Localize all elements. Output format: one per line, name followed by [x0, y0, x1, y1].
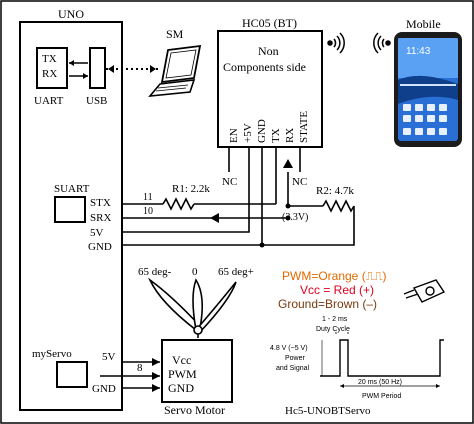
r1-label: R1: 2.2k [172, 183, 210, 195]
myservo-5v-label: 5V [102, 351, 116, 363]
v33-label: (3.3V) [282, 212, 308, 223]
hc05-box [217, 30, 323, 148]
hc05-title: HC05 (BT) [242, 16, 297, 30]
srx-label: SRX [90, 212, 111, 224]
uart-tx-label: TX [42, 53, 57, 65]
servo-vcc-label: Vcc [172, 353, 191, 367]
wire-5v [122, 147, 250, 233]
hc05-pin-en: EN [228, 128, 240, 143]
hc05-line2: Components side [223, 60, 306, 74]
myservo-box [56, 361, 88, 388]
hc05-pin-tx: TX [270, 128, 282, 143]
nc-left-label: NC [222, 176, 237, 188]
servo-horn-icon [148, 277, 237, 338]
svg-text:11:43: 11:43 [406, 46, 431, 57]
laptop-icon [148, 44, 202, 97]
wire-10-label: 10 [143, 206, 153, 217]
arrow-right-icon [152, 372, 160, 380]
arrow-left-icon [69, 60, 74, 66]
hc05-pin-gnd: GND [256, 119, 268, 143]
arrow-left-icon [210, 213, 219, 223]
angle-left-label: 65 deg- [138, 266, 172, 278]
arrow-up-icon [283, 159, 293, 168]
volt-label-2: Power [285, 355, 306, 362]
wireless-icon [373, 32, 391, 54]
hc05-pin-state: STATE [298, 111, 310, 143]
duty-label-2: Duty Cycle [316, 326, 350, 333]
wireless-icon [327, 32, 345, 54]
legend-pwm: PWM=Orange (⎍⎍) [282, 269, 387, 283]
servo-motor-box [161, 339, 233, 403]
period-label-2: PWM Period [362, 393, 401, 400]
servo-gnd-label: GND [168, 381, 194, 395]
mobile-label: Mobile [406, 17, 441, 31]
suart-label: SUART [54, 183, 90, 195]
wire-r2-gnd [262, 206, 355, 246]
v5-label: 5V [90, 227, 104, 239]
hc05-pin-5v: +5V [242, 123, 254, 143]
legend-vcc: Vcc = Red (+) [300, 283, 374, 297]
arrow-right-icon [150, 65, 156, 73]
r2-label: R2: 4.7k [316, 185, 354, 197]
duty-label: 1 - 2 ms [322, 316, 348, 323]
resistor-r1 [162, 197, 195, 211]
uart-box [36, 47, 68, 89]
wire-11-label: 11 [143, 192, 153, 203]
sm-label: SM [166, 27, 184, 41]
uno-title: UNO [58, 7, 84, 21]
angle-center-label: 0 [192, 266, 198, 278]
resistor-r2 [322, 199, 355, 213]
junction-dot [285, 203, 291, 209]
legend-gnd: Ground=Brown (–) [278, 297, 377, 311]
volt-label-1: 4.8 V (~5 V) [270, 345, 308, 352]
usb-box [89, 47, 106, 89]
arrow-right-icon [83, 73, 88, 79]
hc05-pin-rx: RX [284, 128, 296, 143]
arrow-right-icon [152, 384, 160, 392]
suart-box [54, 196, 86, 223]
arrow-right-icon [152, 358, 160, 366]
angle-right-label: 65 deg+ [218, 266, 254, 278]
myservo-gnd-label: GND [92, 383, 116, 395]
period-label: 20 ms (50 Hz) [358, 379, 402, 386]
servo-connector-icon [403, 279, 446, 303]
stx-label: STX [90, 197, 111, 209]
nc-right-label: NC [292, 176, 307, 188]
footer-label: Hc5-UNOBTServo [285, 405, 371, 417]
uart-rx-label: RX [42, 68, 57, 80]
arrow-left-icon [108, 65, 114, 73]
myservo-pin-label: 8 [137, 362, 143, 374]
phone-icon: 11:43 [394, 32, 462, 147]
junction-dot [259, 242, 265, 248]
servo-caption: Servo Motor [164, 403, 225, 417]
gnd-label: GND [88, 241, 112, 253]
uart-label: UART [34, 95, 64, 107]
myservo-label: myServo [32, 348, 72, 360]
hc05-line1: Non [258, 44, 279, 58]
volt-label-3: and Signal [276, 365, 310, 372]
pwm-waveform [320, 332, 444, 388]
junction-dot [285, 215, 291, 221]
usb-label: USB [86, 95, 107, 107]
servo-pwm-label: PWM [168, 367, 197, 381]
